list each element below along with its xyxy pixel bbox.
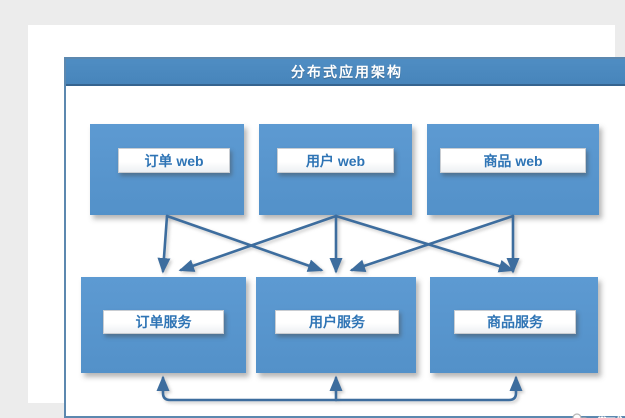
node-label-text: 订单 web <box>144 152 204 169</box>
node-label: 用户 web <box>277 148 394 173</box>
watermark: 狂神说 <box>569 411 625 418</box>
node-label: 订单 web <box>118 148 230 173</box>
mascot-logo-icon <box>572 413 588 418</box>
node-user-service: 用户服务 <box>256 277 416 373</box>
node-label-text: 商品 web <box>483 152 543 169</box>
node-product-service: 商品服务 <box>430 277 598 373</box>
diagram-title: 分布式应用架构 <box>291 63 403 80</box>
node-order-web: 订单 web <box>90 124 244 215</box>
node-user-web: 用户 web <box>259 124 412 215</box>
node-label: 商品 web <box>440 148 586 173</box>
node-label: 商品服务 <box>454 310 576 334</box>
node-order-service: 订单服务 <box>81 277 246 373</box>
diagram-title-bar: 分布式应用架构 <box>66 59 625 86</box>
node-label-text: 用户服务 <box>309 314 365 330</box>
node-label-text: 商品服务 <box>487 314 543 330</box>
document-page: 分布式应用架构 订单 web 用户 web 商品 web 订单服务 <box>28 25 625 418</box>
node-label-text: 用户 web <box>305 152 366 169</box>
node-product-web: 商品 web <box>427 124 599 215</box>
watermark-text: 狂神说 <box>598 412 625 418</box>
node-label-text: 订单服务 <box>135 314 192 330</box>
node-label: 订单服务 <box>103 310 224 334</box>
node-label: 用户服务 <box>275 310 399 334</box>
